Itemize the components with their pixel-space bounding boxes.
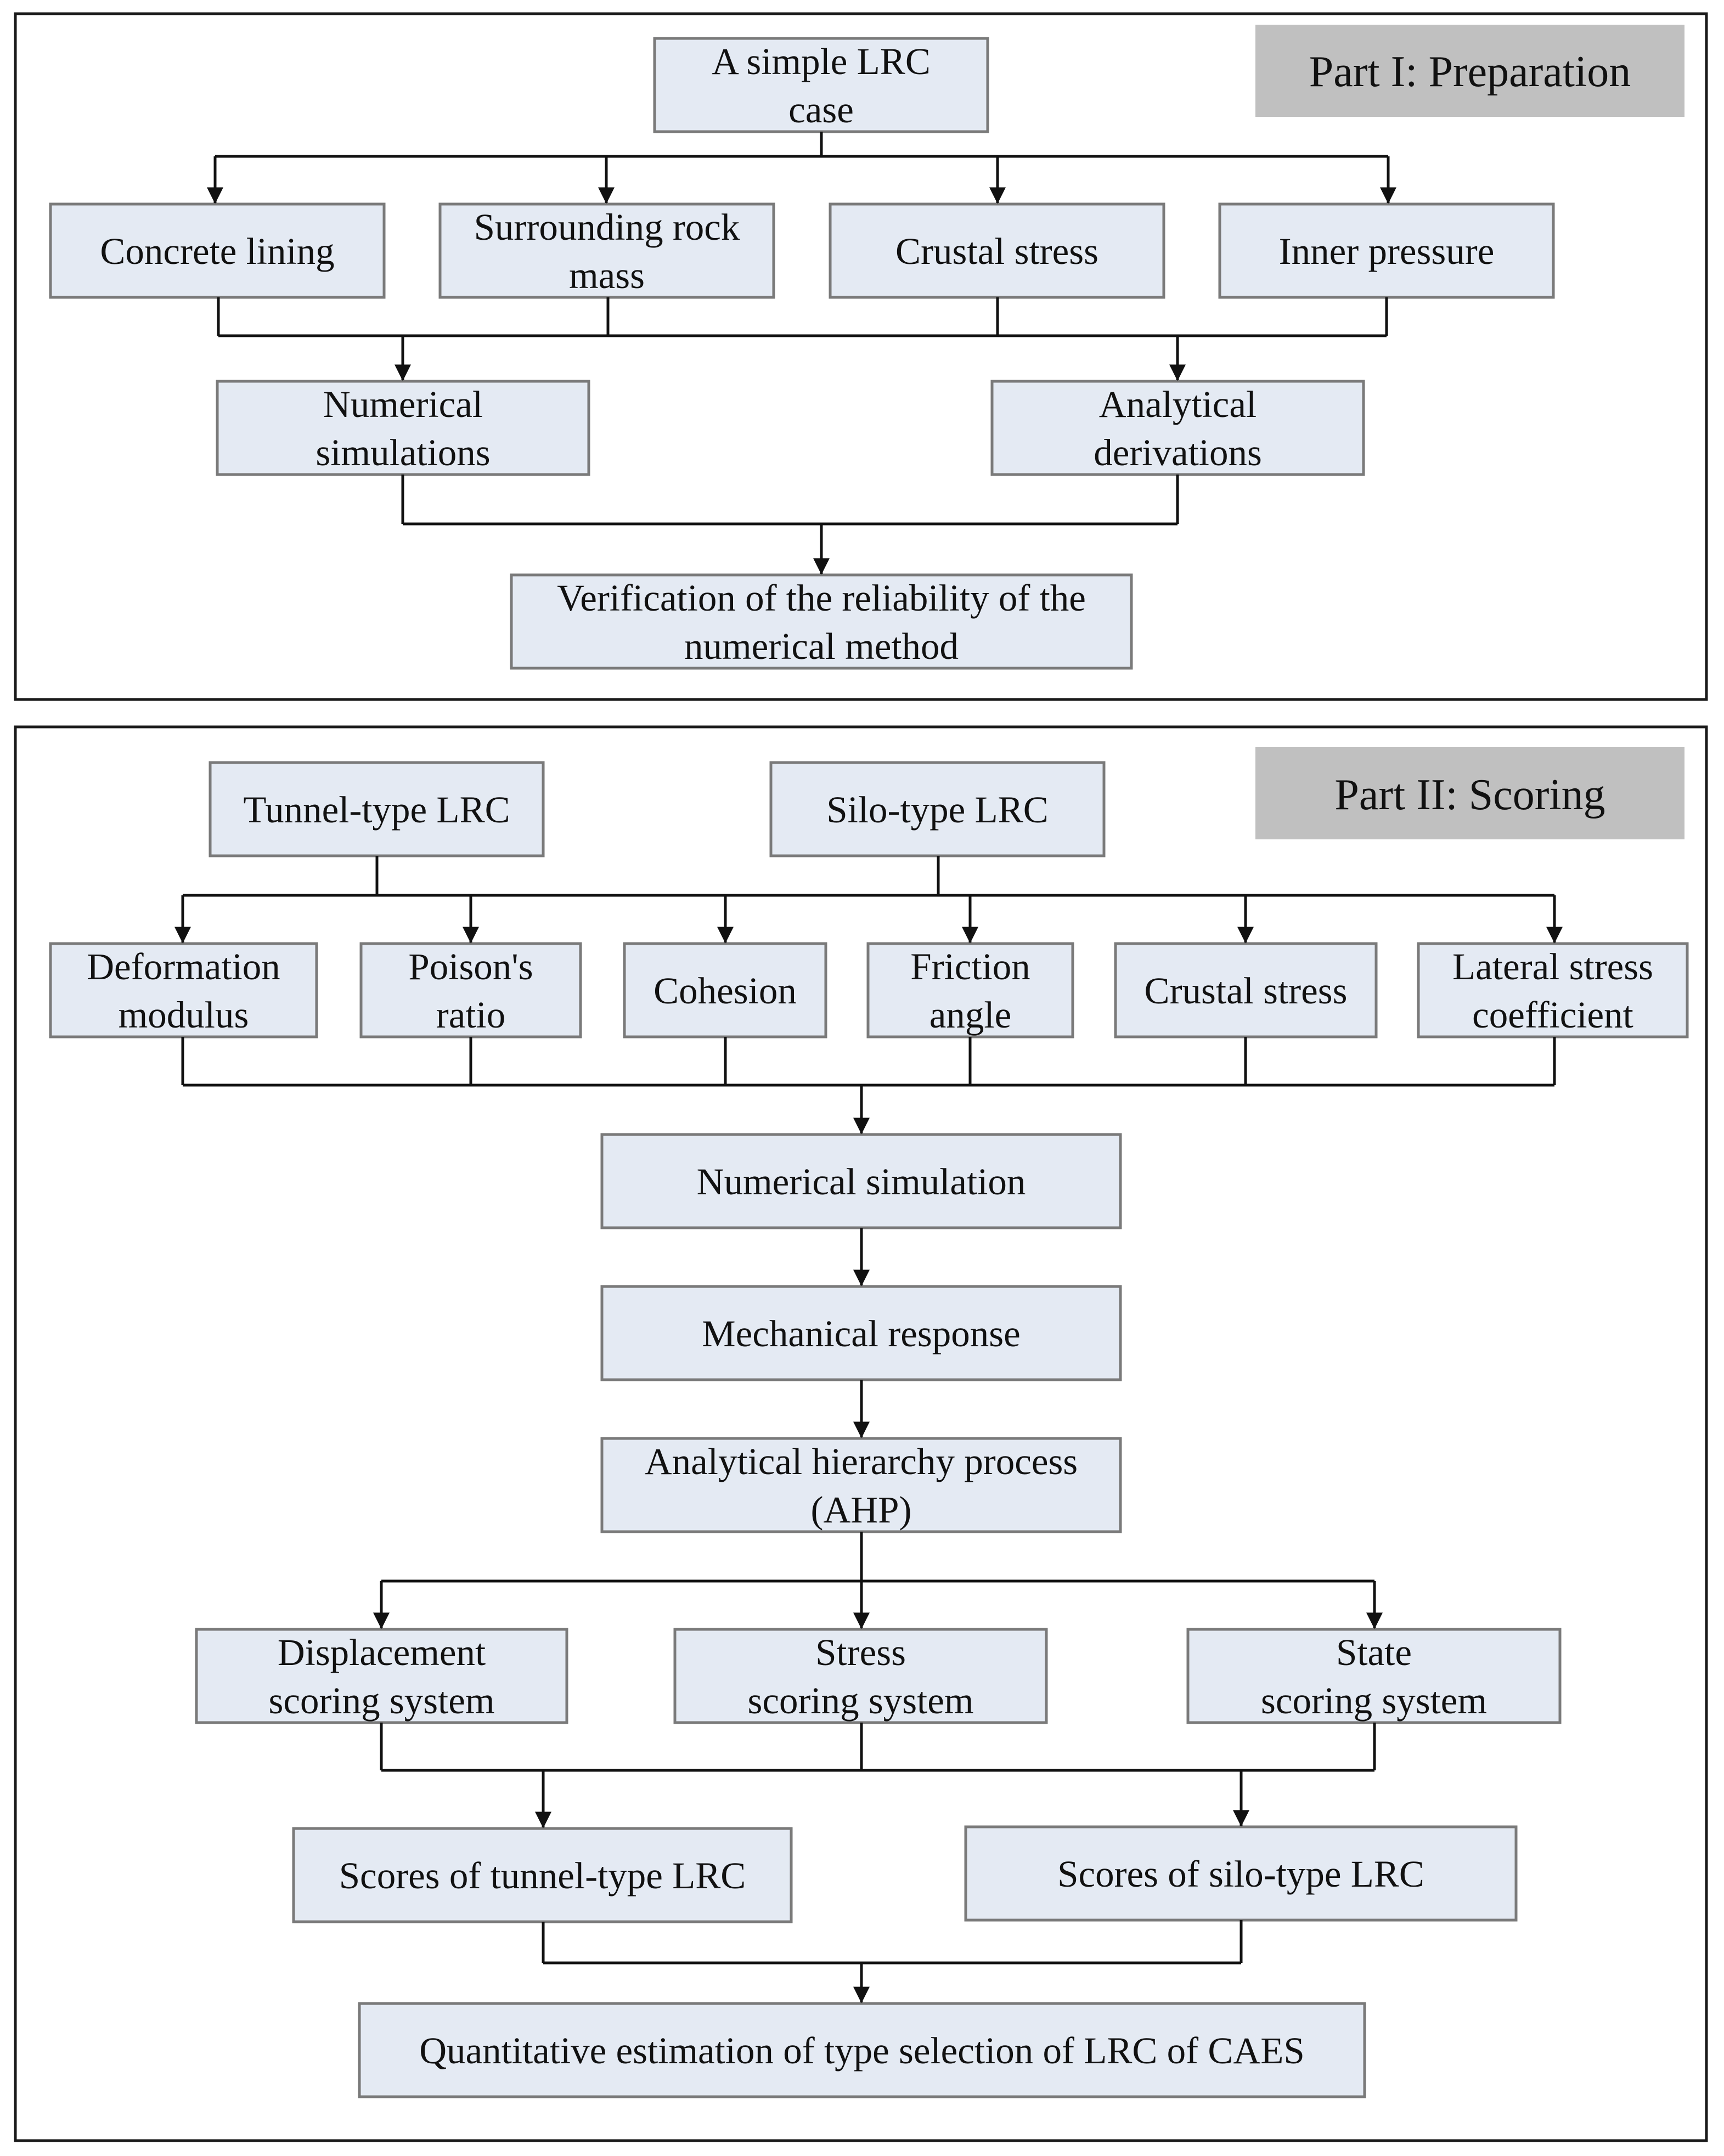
surrounding-rock-mass-box: Surrounding rock mass: [438, 202, 775, 299]
box-text-line: Scores of silo-type LRC: [1057, 1853, 1424, 1895]
numerical-simulation-box: Numerical simulation: [600, 1133, 1122, 1229]
box-text-line: simulations: [315, 432, 490, 473]
deformation-modulus-box-text: Deformation modulus: [87, 946, 280, 1036]
box-text-line: Numerical: [323, 383, 483, 425]
silo-type-lrc-box-text: Silo-type LRC: [826, 789, 1048, 831]
svg-text:Part I: Preparation: Part I: Preparation: [1309, 48, 1631, 96]
box-text-line: Friction: [910, 946, 1030, 987]
state-scoring-system-box-text: State scoring system: [1261, 1632, 1487, 1722]
box-text-line: numerical method: [684, 625, 959, 667]
mechanical-response-box: Mechanical response: [600, 1285, 1122, 1381]
box-text-line: angle: [929, 994, 1011, 1036]
verification-box-text: Verification of the reliability of the nu…: [557, 577, 1086, 667]
box-text-line: ratio: [436, 994, 505, 1036]
tunnel-type-lrc-box-text: Tunnel-type LRC: [243, 789, 510, 831]
numerical-simulation-box-text: Numerical simulation: [697, 1161, 1026, 1203]
poisons-ratio-box-text: Poison's ratio: [408, 946, 533, 1036]
box-text-line: Verification of the reliability of the: [557, 577, 1086, 619]
box-text-line: coefficient: [1472, 994, 1633, 1036]
state-scoring-system-box: State scoring system: [1186, 1628, 1562, 1724]
box-text-line: Crustal stress: [895, 230, 1098, 272]
silo-type-scores-box: Scores of silo-type LRC: [964, 1825, 1518, 1922]
final-estimation-box: Quantitative estimation of type selectio…: [358, 2002, 1366, 2098]
part1-frame: [14, 12, 1708, 701]
stress-scoring-system-box: Stress scoring system: [673, 1628, 1048, 1724]
ahp-box-text: Analytical hierarchy process (AHP): [645, 1441, 1078, 1531]
simple-lrc-case-box-text: A simple LRC case: [712, 41, 931, 131]
box-text-line: Lateral stress: [1452, 946, 1653, 987]
inner-pressure-box-text: Inner pressure: [1279, 230, 1495, 272]
part1-label: Part I: Preparation: [1255, 25, 1684, 117]
box-text-line: Deformation: [87, 946, 280, 987]
box-text-line: Analytical: [1099, 383, 1257, 425]
box-text-line: derivations: [1094, 432, 1262, 473]
tunnel-type-lrc-box: Tunnel-type LRC: [209, 761, 545, 857]
box-text-line: Tunnel-type LRC: [243, 789, 510, 831]
crustal-stress-box-part1-text: Crustal stress: [895, 230, 1098, 272]
box-text-line: Crustal stress: [1145, 970, 1348, 1012]
box-text-line: Inner pressure: [1279, 230, 1495, 272]
crustal-stress-box-part2-text: Crustal stress: [1145, 970, 1348, 1012]
box-text-line: scoring system: [268, 1680, 494, 1722]
box-text-line: A simple LRC: [712, 41, 931, 82]
tunnel-type-scores-box-text: Scores of tunnel-type LRC: [339, 1855, 746, 1897]
box-text-line: Numerical simulation: [697, 1161, 1026, 1203]
numerical-simulations-box: Numerical simulations: [216, 380, 590, 476]
simple-lrc-case-box: A simple LRC case: [653, 37, 989, 133]
box-text-line: scoring system: [1261, 1680, 1487, 1722]
box-text-line: Surrounding rock: [474, 206, 740, 248]
lateral-stress-coefficient-box-text: Lateral stress coefficient: [1452, 946, 1653, 1036]
box-text-line: (AHP): [811, 1489, 912, 1531]
box-text-line: Poison's: [408, 946, 533, 987]
friction-angle-box-text: Friction angle: [910, 946, 1030, 1036]
crustal-stress-box-part2: Crustal stress: [1114, 942, 1378, 1039]
lateral-stress-coefficient-box: Lateral stress coefficient: [1417, 942, 1689, 1039]
cohesion-box-text: Cohesion: [653, 970, 797, 1012]
surrounding-rock-mass-box-text: Surrounding rock mass: [474, 206, 740, 296]
analytical-derivations-box: Analytical derivations: [990, 380, 1365, 476]
friction-angle-box: Friction angle: [866, 942, 1074, 1039]
verification-box: Verification of the reliability of the nu…: [510, 573, 1133, 670]
concrete-lining-box: Concrete lining: [49, 202, 386, 299]
part2-frame: [14, 725, 1708, 2142]
svg-text:Part II: Scoring: Part II: Scoring: [1334, 771, 1605, 819]
displacement-scoring-system-box: Displacement scoring system: [195, 1628, 568, 1724]
box-text-line: Cohesion: [653, 970, 797, 1012]
numerical-simulations-box-text: Numerical simulations: [315, 383, 490, 473]
analytical-derivations-box-text: Analytical derivations: [1094, 383, 1262, 473]
deformation-modulus-box: Deformation modulus: [49, 942, 318, 1039]
box-text-line: Concrete lining: [100, 230, 334, 272]
box-text-line: modulus: [119, 994, 249, 1036]
box-text-line: Displacement: [278, 1632, 486, 1673]
box-text-line: Scores of tunnel-type LRC: [339, 1855, 746, 1897]
box-text-line: scoring system: [747, 1680, 973, 1722]
ahp-box: Analytical hierarchy process (AHP): [600, 1437, 1122, 1533]
box-text-line: Mechanical response: [702, 1313, 1021, 1354]
cohesion-box: Cohesion: [623, 942, 827, 1039]
inner-pressure-box: Inner pressure: [1218, 202, 1555, 299]
mechanical-response-box-text: Mechanical response: [702, 1313, 1021, 1354]
concrete-lining-box-text: Concrete lining: [100, 230, 334, 272]
displacement-scoring-system-box-text: Displacement scoring system: [268, 1632, 494, 1722]
part2-label: Part II: Scoring: [1255, 747, 1684, 839]
box-text-line: Stress: [815, 1632, 906, 1673]
box-text-line: Silo-type LRC: [826, 789, 1048, 831]
tunnel-type-scores-box: Scores of tunnel-type LRC: [292, 1827, 793, 1923]
box-text-line: State: [1336, 1632, 1412, 1673]
box-text-line: Analytical hierarchy process: [645, 1441, 1078, 1482]
box-text-line: mass: [569, 255, 645, 296]
silo-type-lrc-box: Silo-type LRC: [769, 761, 1106, 857]
stress-scoring-system-box-text: Stress scoring system: [747, 1632, 973, 1722]
box-text-line: Quantitative estimation of type selectio…: [419, 2030, 1305, 2072]
final-estimation-box-text: Quantitative estimation of type selectio…: [419, 2030, 1305, 2072]
poisons-ratio-box: Poison's ratio: [359, 942, 582, 1039]
silo-type-scores-box-text: Scores of silo-type LRC: [1057, 1853, 1424, 1895]
crustal-stress-box-part1: Crustal stress: [829, 202, 1165, 299]
box-text-line: case: [788, 89, 854, 131]
